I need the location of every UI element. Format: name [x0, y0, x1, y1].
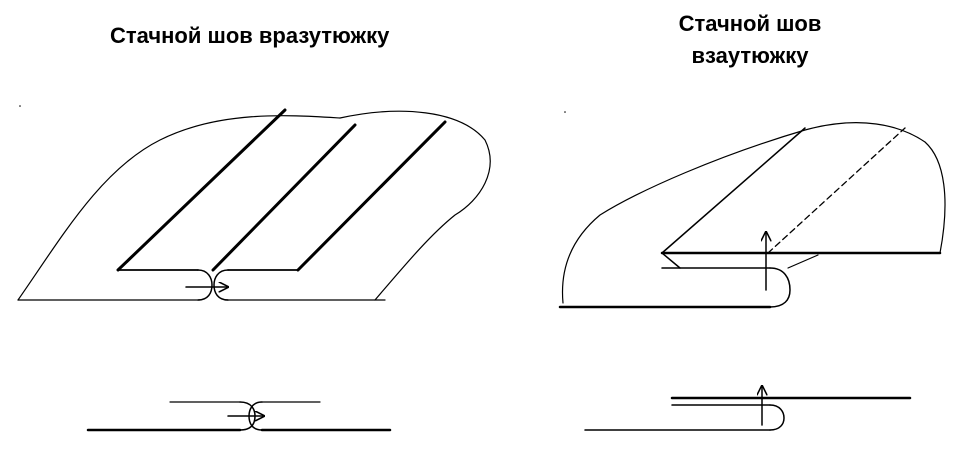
right-fabric-outline — [561, 122, 946, 304]
right-fabric-layer — [558, 122, 946, 309]
left-fold-curve-right — [213, 269, 229, 301]
right-title-line-1: Стачной шов — [678, 11, 822, 36]
right-cross-section — [584, 386, 912, 431]
right-section-fold — [769, 404, 785, 431]
left-allowance-line-2 — [211, 123, 357, 272]
left-fabric-layer — [17, 108, 491, 301]
right-top-layer-edge — [661, 127, 806, 254]
right-title-line-2: взаутюжку — [691, 43, 809, 68]
left-fold-curve-left — [197, 269, 213, 301]
right-stitch-dashed-line — [767, 127, 906, 254]
left-cross-section — [86, 401, 392, 432]
stray-dot-right — [564, 111, 566, 113]
left-allowance-line-3 — [296, 120, 447, 272]
left-diagram-title: Стачной шов вразутюжку — [110, 23, 390, 48]
left-allowance-line-1 — [116, 108, 287, 272]
stray-dot-left — [19, 105, 21, 107]
right-lower-layer-join — [661, 252, 681, 269]
right-diagram-title: Стачной шов взаутюжку — [640, 8, 860, 72]
right-fold-curve — [769, 267, 791, 308]
right-lower-layer-slant — [787, 254, 819, 269]
left-fabric-outline — [17, 110, 491, 301]
